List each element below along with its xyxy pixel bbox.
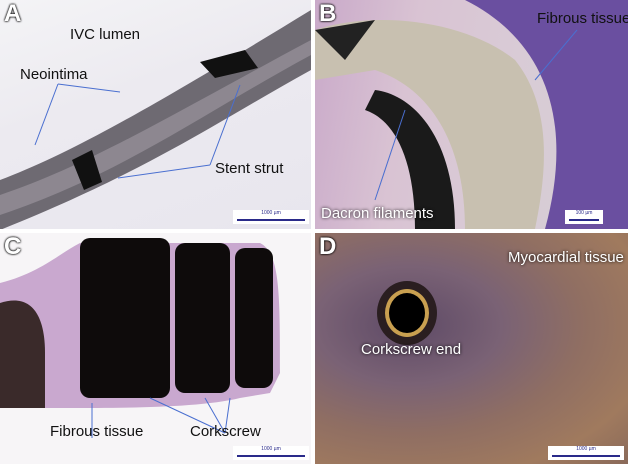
label-corkscrew-end: Corkscrew end — [361, 341, 462, 358]
panel-a: A IVC lumen Neointima Stent strut 1000 µ… — [0, 0, 311, 229]
panel-letter: C — [4, 233, 22, 260]
scale-label: 1000 µm — [261, 210, 281, 216]
label-myocardial-tissue: Myocardial tissue — [508, 249, 624, 266]
label-fibrous-tissue: Fibrous tissue — [50, 423, 144, 440]
panel-a-image — [0, 10, 311, 229]
label-ivc-lumen: IVC lumen — [70, 26, 141, 43]
panel-d: D Myocardial tissue Corkscrew end 1000 µ… — [315, 233, 628, 464]
scale-label: 100 µm — [575, 210, 593, 216]
label-corkscrew: Corkscrew — [190, 423, 261, 440]
panel-b-image — [315, 0, 628, 229]
scale-bar: 1000 µm — [233, 210, 309, 224]
scale-bar: 1000 µm — [548, 446, 624, 460]
panel-c-image — [0, 238, 280, 438]
scale-bar: 1000 µm — [233, 446, 309, 460]
scale-bar: 100 µm — [565, 210, 603, 224]
panel-d-image — [377, 281, 437, 345]
panel-letter: A — [4, 0, 22, 27]
panel-c: C Fibrous tissue Corkscrew 1000 µm — [0, 233, 311, 464]
scale-label: 1000 µm — [576, 446, 596, 452]
panel-b: B Fibrous tissue Dacron filaments 100 µm — [315, 0, 628, 229]
scale-label: 1000 µm — [261, 446, 281, 452]
label-stent-strut: Stent strut — [215, 160, 284, 177]
panel-letter: D — [319, 233, 337, 260]
panel-letter: B — [319, 0, 337, 27]
label-neointima: Neointima — [20, 66, 88, 83]
label-fibrous-tissue: Fibrous tissue — [537, 10, 628, 27]
label-dacron-filaments: Dacron filaments — [321, 205, 434, 222]
